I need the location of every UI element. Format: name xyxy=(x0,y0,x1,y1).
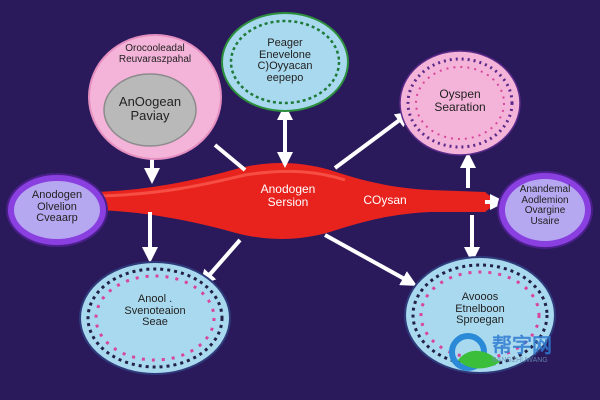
dot-ring-bottom-left xyxy=(86,267,224,369)
arrow-from-topleft xyxy=(213,143,247,172)
node-top-center xyxy=(221,12,349,112)
arrow-to-topright xyxy=(333,111,412,170)
central-flow-band xyxy=(95,163,498,239)
node-bottom-left xyxy=(79,261,231,375)
arrow-diag-bottomright xyxy=(324,233,418,286)
node-top-right xyxy=(399,50,521,156)
dot-ring-bottom-left-inner xyxy=(94,274,216,362)
flow-highlight xyxy=(99,169,346,198)
leaf-q-logo-icon xyxy=(449,333,500,371)
node-bottom-right xyxy=(404,256,556,374)
dot-ring-top-right-inner xyxy=(415,66,505,140)
arrow-diag-bottomleft xyxy=(199,238,242,287)
dot-ring-top-right xyxy=(406,57,514,149)
connector-arrows xyxy=(142,104,506,287)
node-top-left-core xyxy=(103,73,197,147)
dot-ring-top-center xyxy=(229,19,341,105)
